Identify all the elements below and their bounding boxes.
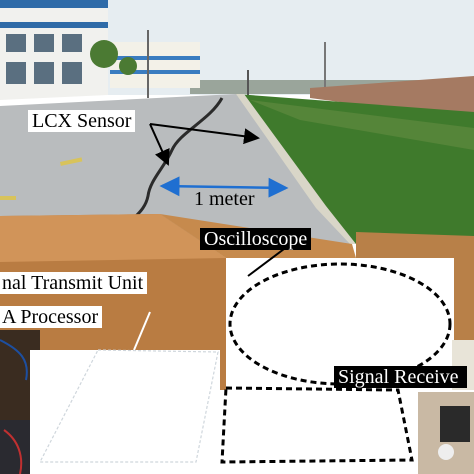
transmit-unit-area — [30, 350, 220, 474]
oscilloscope-outline — [228, 262, 452, 386]
signal-transmit-unit-label: nal Transmit Unit — [0, 272, 148, 294]
signal-receiver-label: Signal Receive — [334, 366, 467, 388]
receiver-outline — [220, 386, 414, 464]
lcx-sensor-label: LCX Sensor — [28, 110, 136, 132]
distance-label: 1 meter — [194, 188, 255, 210]
fpga-processor-label: A Processor — [0, 306, 103, 328]
oscilloscope-label: Oscilloscope — [200, 228, 312, 250]
double-arrow-icon — [159, 176, 289, 198]
arrow-right-icon — [149, 123, 260, 145]
lcx-cable — [134, 97, 224, 218]
